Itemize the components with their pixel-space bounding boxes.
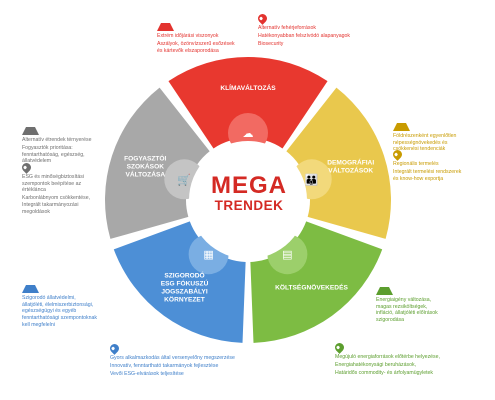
annotation-fogy-opp: ESG és minőségbiztosítási szempontok beé… — [20, 161, 122, 217]
annotation-text: Aszályok, özönvízszerű esőzések és kárte… — [157, 41, 235, 54]
wedge-label-demo: DEMOGRÁFIAI — [327, 158, 374, 167]
annotation-text: Hatékonyabban felszívódó alapanyagok — [258, 33, 350, 40]
annotation-esg-opp: Gyors alkalmazkodás által versenyelőny m… — [108, 342, 285, 379]
annotation-text: Alternatív étrendek térnyerése — [22, 137, 92, 143]
wedge-label-demo: VÁLTOZÁSOK — [328, 166, 373, 175]
warning-icon — [393, 114, 410, 131]
annotation-text: Innovatív, fenntartható takarmányok fejl… — [110, 363, 219, 370]
lightbulb-icon — [391, 148, 404, 161]
annotation-text: Biosecurity — [258, 41, 284, 48]
annotation-text: Gyors alkalmazkodás által versenyelőny m… — [110, 355, 235, 361]
money-icon: ▤ — [282, 248, 292, 261]
annotation-text: Vevői ESG-elvárások teljesítése — [110, 371, 184, 378]
wedge-label-esg: SZIGORODÓ — [164, 270, 204, 279]
annotation-klima-opp: Alternatív fehérjeforrások Hatékonyabban… — [256, 12, 378, 49]
annotation-text: Szigorodó állatvédelmi, állatjóléti, éle… — [22, 295, 97, 328]
center-title-line2: TRENDEK — [214, 198, 284, 213]
cloud-icon: ☁ — [243, 127, 254, 140]
annotation-kolts-risk: Energiaigény változása, magas rezsikölts… — [376, 278, 486, 325]
annotation-text: Energiahatékonysági beruházások, — [335, 362, 417, 369]
annotation-esg-risk: Szigorodó állatvédelmi, állatjóléti, éle… — [22, 276, 132, 330]
center-disc — [189, 141, 307, 259]
wedge-label-fogy: VÁLTOZÁSA — [125, 170, 165, 179]
wedge-fogy — [105, 87, 210, 239]
warning-icon — [22, 276, 39, 293]
warning-icon — [376, 278, 393, 295]
lightbulb-icon — [256, 12, 269, 25]
lightbulb-icon — [333, 341, 346, 354]
wedge-demo — [286, 87, 391, 239]
lightbulb-icon — [20, 161, 33, 174]
annotation-text: Integrált termelési rendszerek és know-h… — [393, 169, 462, 182]
annotation-text: Energiaigény változása, magas rezsikölts… — [376, 297, 438, 323]
wedge-label-kolts: KÖLTSÉGNÖVEKEDÉS — [275, 282, 348, 291]
annotation-text: Alternatív fehérjeforrások — [258, 25, 316, 31]
annotation-text: Extrém időjárási viszonyok — [157, 33, 219, 39]
family-icon: 👪 — [305, 173, 319, 186]
document-icon: ▦ — [203, 248, 213, 261]
annotation-text: Karbonlábnyom csökkentése, Integrált tak… — [22, 195, 91, 215]
wedge-klima — [168, 57, 328, 149]
center-title-line1: MEGA — [211, 172, 287, 199]
wedge-label-fogy: FOGYASZTÓI — [124, 154, 166, 163]
annotation-text: Fogyasztók prioritása: fenntarthatóság, … — [22, 145, 85, 165]
warning-icon — [157, 14, 174, 31]
annotation-text: Regionális termelés — [393, 161, 439, 167]
annotation-demo-opp: Regionális termelés Integrált termelési … — [391, 148, 493, 184]
wedge-label-esg: ESG FÓKUSZÚ — [161, 278, 209, 287]
warning-icon — [22, 118, 39, 135]
cart-icon: 🛒 — [177, 173, 191, 186]
wedge-label-esg: JOGSZABÁLYI — [161, 286, 207, 295]
wedge-label-esg: KÖRNYEZET — [164, 294, 205, 303]
annotation-text: Megújuló energiaforrások előtérbe helyez… — [335, 354, 440, 360]
wedge-label-klima: KLÍMAVÁLTOZÁS — [220, 83, 276, 92]
annotation-kolts-opp: Megújuló energiaforrások előtérbe helyez… — [333, 341, 490, 378]
annotation-demo-risk: Földrészenként egyenlőtlen népességnövek… — [393, 114, 493, 154]
annotation-klima-risk: Extrém időjárási viszonyok Aszályok, özö… — [157, 14, 277, 56]
lightbulb-icon — [108, 342, 121, 355]
center-title: MEGA TRENDEK — [207, 172, 291, 214]
annotation-text: ESG és minőségbiztosítási szempontok beé… — [22, 174, 84, 194]
wedge-label-fogy: SZOKÁSOK — [127, 162, 165, 171]
annotation-fogy-risk: Alternatív étrendek térnyerése Fogyasztó… — [22, 118, 122, 167]
annotation-text: Határidős commodity- és árfolyamügyletek — [335, 370, 434, 377]
annotation-text: Földrészenként egyenlőtlen népességnövek… — [393, 133, 457, 153]
